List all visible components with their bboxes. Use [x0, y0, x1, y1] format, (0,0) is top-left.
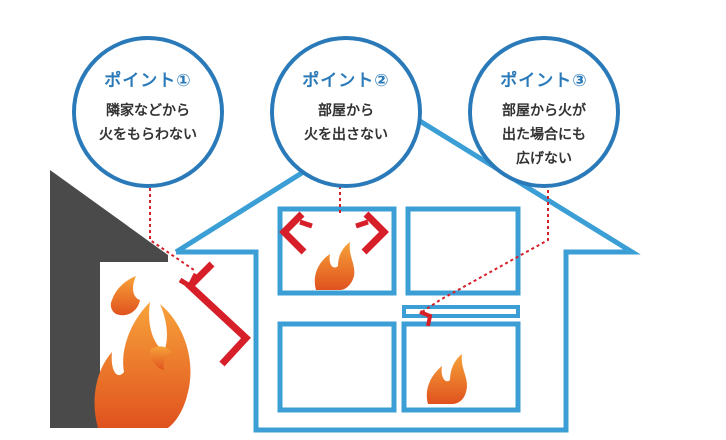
room-top-right [405, 206, 521, 296]
barrier-arrows [178, 211, 433, 367]
room-grid [277, 206, 521, 413]
room-bottom-left [277, 321, 397, 413]
room-fire-icon [314, 242, 355, 290]
room-top-left [277, 206, 397, 296]
point-3-line-1: 部屋から火が [502, 103, 586, 119]
firewall-strip [402, 305, 520, 318]
arrow-room-left [279, 211, 307, 255]
neighbor-fire-icon [94, 276, 191, 428]
point-2-line-1: 部屋から [318, 103, 374, 119]
point-3-line-2: 出た場合にも [502, 127, 586, 143]
point-3-bubble: ポイント③ 部屋から火が 出た場合にも 広げない [468, 36, 620, 188]
point-2-title: ポイント② [302, 71, 390, 91]
point-2-line-2: 火を出さない [304, 127, 388, 143]
point-1-line-2: 火をもらわない [99, 127, 197, 143]
point-3-title: ポイント③ [500, 71, 588, 91]
room-fire-icon-2 [426, 354, 467, 404]
neighbor-building [50, 170, 168, 428]
arrow-firewall [419, 310, 433, 327]
leader-lines [149, 186, 549, 313]
room-bottom-right [401, 321, 521, 413]
point-1-line-1: 隣家などから [106, 103, 190, 119]
point-3-line-3: 広げない [516, 151, 572, 167]
point-2-bubble: ポイント② 部屋から 火を出さない [270, 36, 422, 188]
point-1-title: ポイント① [104, 71, 192, 91]
arrow-neighbor-blocked [184, 261, 251, 367]
arrow-room-right [361, 211, 389, 255]
house-outline [174, 107, 641, 433]
point-1-bubble: ポイント① 隣家などから 火をもらわない [72, 36, 224, 188]
